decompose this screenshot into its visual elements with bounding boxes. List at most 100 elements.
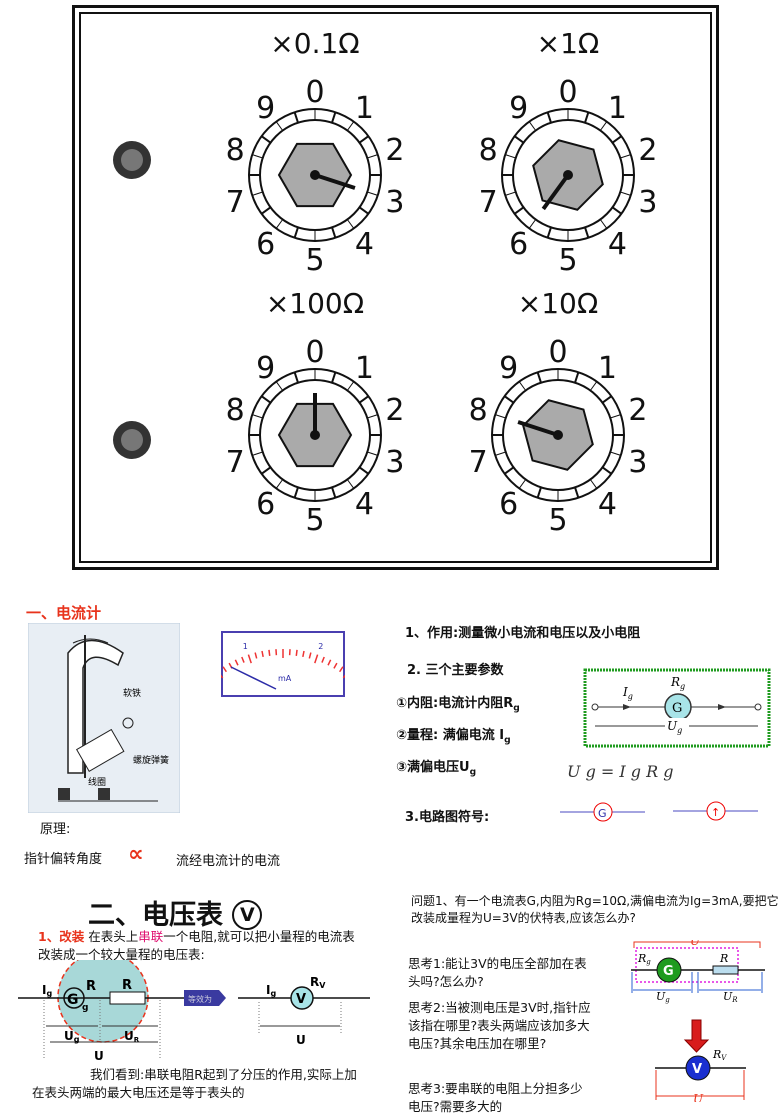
ig-label: Ig xyxy=(622,685,633,701)
dial-multiplier-label: ×0.1Ω xyxy=(270,27,359,60)
svg-text:等效为: 等效为 xyxy=(188,994,212,1004)
dial-digit: 6 xyxy=(256,227,275,262)
symbol-arrow: ↑ xyxy=(711,806,720,819)
rg-label: Rg xyxy=(670,675,685,691)
dial-digit: 8 xyxy=(469,393,488,428)
problem-1: 问题1、有一个电流表G,内阻为Rg=10Ω,满偏电流为Ig=3mA,要把它改装成… xyxy=(411,893,780,927)
dial-digit: 9 xyxy=(256,91,275,126)
dial-digit: 3 xyxy=(385,185,404,220)
dial-digit: 9 xyxy=(256,351,275,386)
svg-text:G: G xyxy=(67,992,79,1008)
proportional-symbol: ∝ xyxy=(128,842,144,867)
dial-multiplier-label: ×100Ω xyxy=(266,287,364,320)
ig-label: Ig xyxy=(42,983,52,998)
dial-digit: 6 xyxy=(509,227,528,262)
dial-digit: 3 xyxy=(628,445,647,480)
think-2: 思考2:当被测电压是3V时,指针应该指在哪里?表头两端应该加多大电压?其余电压加… xyxy=(408,999,591,1053)
dial-digit: 8 xyxy=(226,133,245,168)
svg-text:Ug: Ug xyxy=(656,990,670,1004)
params-title: 2. 三个主要参数 xyxy=(407,659,504,678)
think-1: 思考1:能让3V的电压全部加在表头吗?怎么办? xyxy=(408,955,591,991)
dial-digit: 5 xyxy=(558,243,577,278)
svg-text:G: G xyxy=(663,964,674,979)
dial-digit: 3 xyxy=(385,445,404,480)
dial-multiplier-label: ×10Ω xyxy=(518,287,599,320)
label-spring: 螺旋弹簧 xyxy=(133,754,169,766)
dial-digit: 0 xyxy=(305,335,324,370)
dial-digit: 2 xyxy=(638,133,657,168)
svg-text:g: g xyxy=(82,1003,88,1013)
svg-text:R: R xyxy=(122,978,132,993)
dial-digit: 7 xyxy=(479,185,498,220)
dial-digit: 1 xyxy=(598,351,617,386)
dial-digit: 4 xyxy=(598,487,617,522)
circuit-symbols: G ↑ xyxy=(560,800,770,824)
dial-digit: 1 xyxy=(355,91,374,126)
galvanometer-structure-image: 软铁 螺旋弹簧 线圈 xyxy=(28,623,180,813)
svg-text:Ig: Ig xyxy=(266,983,276,998)
dial-digit: 5 xyxy=(548,503,567,538)
svg-text:R: R xyxy=(86,979,96,994)
formula: U g = I g R g xyxy=(567,762,674,781)
principle-left: 指针偏转角度 xyxy=(24,848,102,867)
svg-text:U: U xyxy=(296,1033,306,1047)
label-coil: 线圈 xyxy=(88,776,106,788)
svg-text:U: U xyxy=(94,1049,104,1062)
symbol-title: 3.电路图符号: xyxy=(405,806,489,825)
svg-text:UR: UR xyxy=(723,990,738,1004)
conclusion-text: 我们看到:串联电阻R起到了分压的作用,实际上加在表头两端的最大电压还是等于表头的 xyxy=(32,1066,362,1102)
function-text: 1、作用:测量微小电流和电压以及小电阻 xyxy=(405,622,640,641)
svg-text:U: U xyxy=(693,1092,704,1102)
dial-digit: 0 xyxy=(548,335,567,370)
g-label: G xyxy=(672,701,682,716)
dial-digit: 4 xyxy=(608,227,627,262)
param-1: ①内阻:电流计内阻Rg xyxy=(396,692,520,714)
section-title-voltmeter: 二、电压表 V xyxy=(88,893,262,932)
dial-digit: 5 xyxy=(305,503,324,538)
section-title-galvanometer: 一、电流计 xyxy=(26,602,101,623)
ur-label: UR xyxy=(124,1029,140,1044)
dial-digit: 2 xyxy=(385,133,404,168)
down-arrow-icon xyxy=(685,1020,708,1052)
dial-multiplier-label: ×1Ω xyxy=(537,27,600,60)
label-soft-iron: 软铁 xyxy=(123,687,141,699)
dial-digit: 7 xyxy=(226,185,245,220)
dial-digit: 1 xyxy=(608,91,627,126)
dial-digit: 3 xyxy=(638,185,657,220)
svg-text:R: R xyxy=(719,952,728,965)
svg-text:RV: RV xyxy=(712,1048,727,1062)
dial-digit: 4 xyxy=(355,487,374,522)
voltmeter-symbol: V xyxy=(232,900,262,930)
voltmeter-conversion-circuit: G g R R Ig Ug UR U 等效为 V Ig RV U xyxy=(14,960,374,1062)
param-2: ②量程: 满偏电流 Ig xyxy=(396,724,511,746)
dial-digit: 8 xyxy=(479,133,498,168)
meter-tick-label: 2 xyxy=(318,642,323,651)
galvanometer-circuit: G Ig Rg Ug xyxy=(583,668,771,748)
dial-digit: 9 xyxy=(509,91,528,126)
dial-digit: 4 xyxy=(355,227,374,262)
svg-text:Rg: Rg xyxy=(637,952,651,966)
dial-digit: 7 xyxy=(469,445,488,480)
dial-digit: 7 xyxy=(226,445,245,480)
symbol-g: G xyxy=(598,807,607,820)
svg-text:V: V xyxy=(692,1062,702,1077)
dial-digit: 0 xyxy=(558,75,577,110)
dial-digit: 9 xyxy=(499,351,518,386)
dial-digit: 1 xyxy=(355,351,374,386)
problem-circuit: G R Rg U Ug UR V RV U xyxy=(628,940,780,1102)
param-3: ③满偏电压Ug xyxy=(396,756,476,778)
dial-digit: 6 xyxy=(256,487,275,522)
dial-digit: 5 xyxy=(305,243,324,278)
svg-text:U: U xyxy=(690,940,701,948)
dial-digit: 8 xyxy=(226,393,245,428)
svg-text:V: V xyxy=(296,992,306,1007)
principle-label: 原理: xyxy=(40,818,70,837)
think-3: 思考3:要串联的电阻上分担多少电压?需要多大的 xyxy=(408,1080,591,1116)
dial-digit: 0 xyxy=(305,75,324,110)
